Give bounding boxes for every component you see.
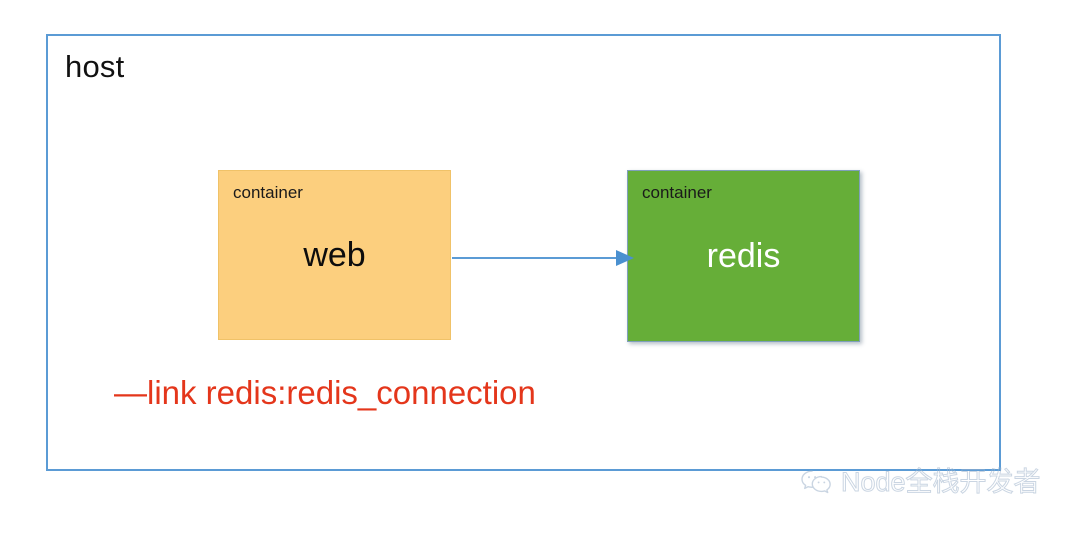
container-kind-label-redis: container [642,183,712,202]
container-redis[interactable]: container redis [627,170,860,342]
container-web[interactable]: container web [218,170,451,340]
watermark-text: Node全栈开发者 [841,466,1042,497]
container-name-redis: redis [706,237,781,275]
host-label: host [65,49,125,84]
watermark: Node全栈开发者 [800,468,1041,496]
link-command-text: —link redis:redis_connection [114,374,536,411]
arrow-right-icon [452,250,634,266]
wechat-icon [801,470,831,494]
container-name-web: web [303,236,366,274]
container-kind-label-web: container [233,183,303,202]
